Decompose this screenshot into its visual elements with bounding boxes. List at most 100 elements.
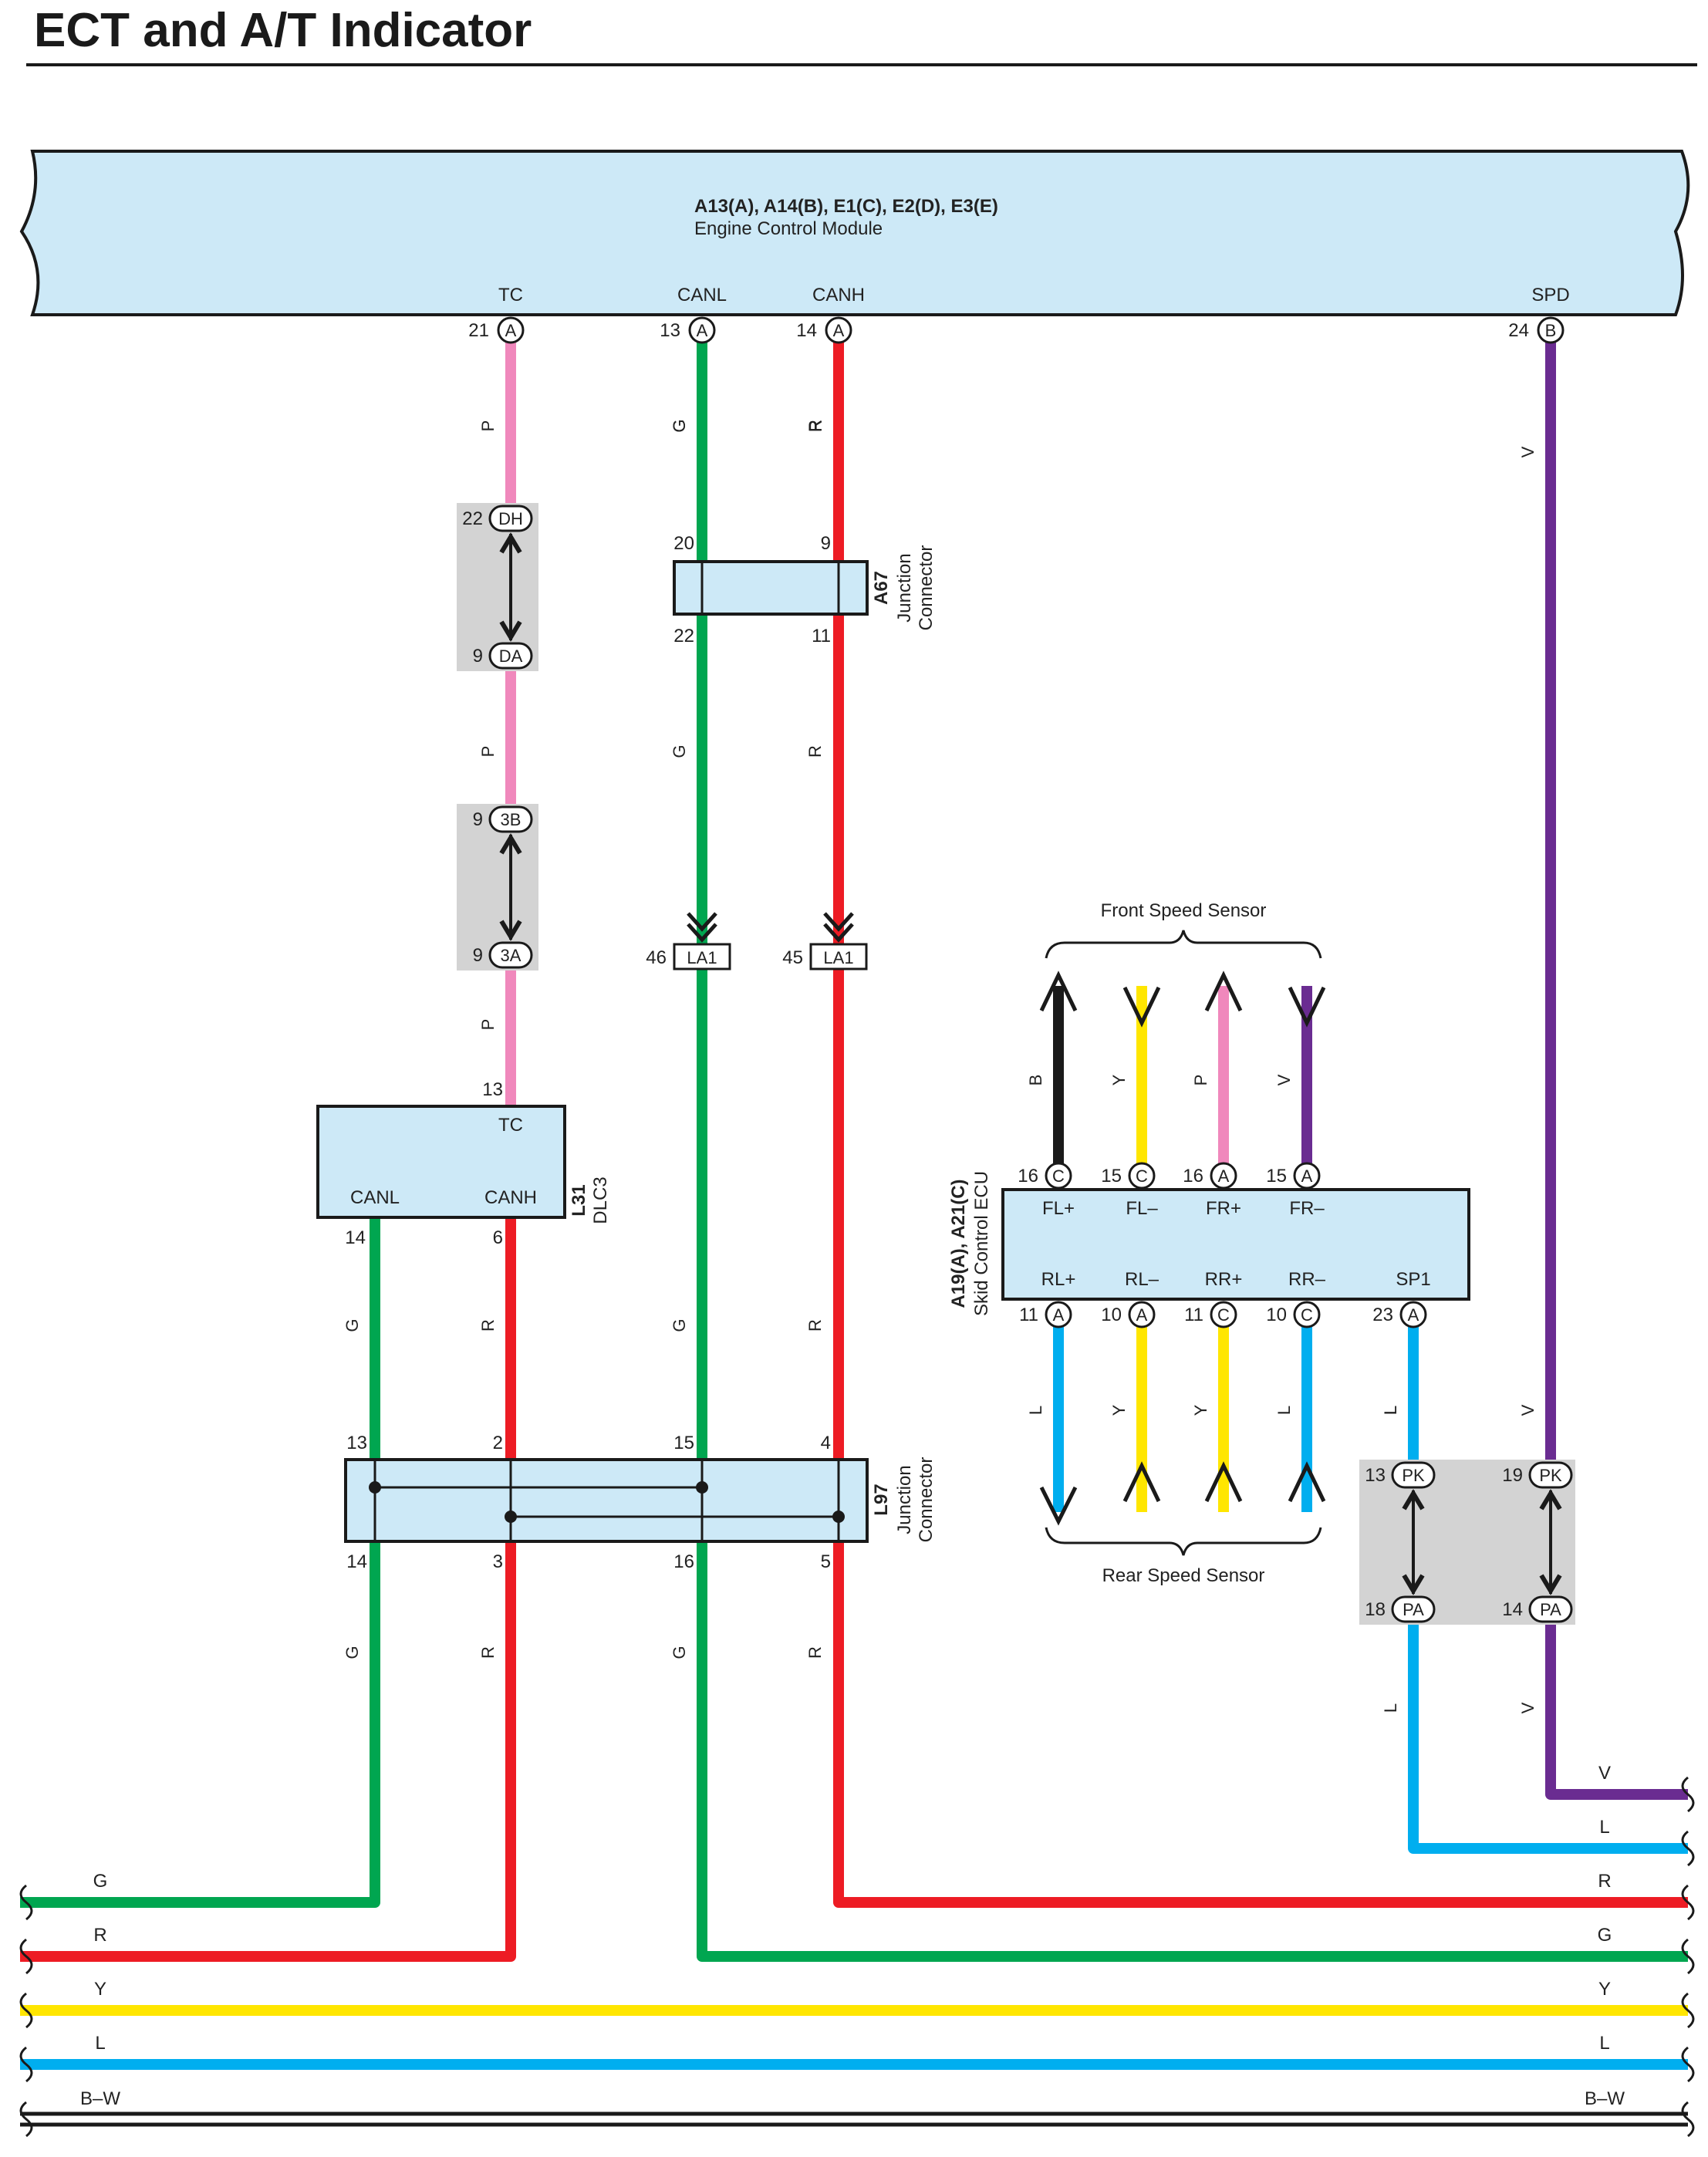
la1-box [809,943,868,970]
wire-color-label: V [1518,1404,1538,1416]
wire-color-label: R [805,1319,825,1332]
a67-pin: 9 [821,533,831,554]
inline-connector-dh-da-top-pill-text: DH [498,509,523,528]
rear-sensor-arrow [1204,1461,1243,1503]
front-sensor-arrow [1122,986,1161,1028]
dlc3-id: L31 [569,1184,589,1216]
skid-bottom-label: RL+ [1041,1269,1076,1290]
l97-pin: 15 [673,1433,694,1453]
skid-bottom-pin-letter: C [1301,1305,1313,1325]
dlc3-name: DLC3 [590,1176,611,1224]
dlc3-box [316,1105,566,1219]
wire-color-label: B [1026,1075,1045,1086]
wire-color-label: P [478,746,498,758]
inline-connector-pk-pa-left-bottom-pill-text: PA [1403,1600,1424,1619]
inline-connector-pk-pa-left-top-pill [1391,1461,1436,1489]
wire-color-label: L [1381,1406,1400,1415]
ecm-pin-circle-letter: A [697,321,708,340]
wire-color-label: G [343,1646,362,1659]
wire-color-label: R [478,1319,498,1332]
wire-color-label: P [1191,1075,1210,1086]
wire-color-label: P [478,1019,498,1031]
skid-top-pin-letter: A [1218,1166,1230,1186]
inline-connector-dh-da-bottom-num: 9 [473,646,483,667]
bus-left-break [19,2046,33,2083]
ecm-id: A13(A), A14(B), E1(C), E2(D), E3(E) [694,196,998,217]
l97-name-1: Junction [894,1465,915,1534]
l97-pin: 14 [346,1551,367,1572]
wire-color-label: G [343,1318,362,1332]
skid-top-label: FR+ [1206,1198,1241,1219]
l97-box [344,1458,869,1543]
bus-right-break [1681,1830,1695,1867]
rear-sensor-arrow [1039,1486,1078,1526]
l97-pin: 5 [821,1551,831,1572]
ecm-pin-circle-letter: B [1545,321,1557,340]
front-sensor-label: Front Speed Sensor [1101,900,1267,921]
a67-id: A67 [871,571,892,605]
l97-pin: 4 [821,1433,831,1453]
wire-color-label: R [805,745,825,758]
a67-pin: 20 [673,533,694,554]
inline-connector-pk-pa-right-chev-down [1539,1574,1562,1595]
wire-spd-violet [1545,343,1688,1800]
bus-left-label: Y [94,1979,106,2000]
ecm-pin-circle [688,316,716,344]
a67-box [673,560,869,616]
ecm-pin-label: TC [498,285,523,305]
wire-color-label: R [478,1646,498,1659]
inline-connector-pk-pa-left-top-num: 13 [1365,1465,1386,1486]
l97-pin: 2 [493,1433,503,1453]
bus-left-break [19,1884,33,1921]
a67-name-1: Junction [894,553,915,622]
inline-connector-pk-pa-left-chev-up [1402,1489,1425,1511]
skid-bottom-pin-letter: A [1136,1305,1148,1325]
rear-sensor-arrow [1288,1461,1326,1503]
wire-color-label: V [1518,1702,1538,1713]
inline-connector-pk-pa-right-bottom-num: 14 [1502,1599,1523,1620]
la1-label: LA1 [823,948,853,967]
a67-pin: 22 [673,626,694,646]
la1-chevron [823,923,854,943]
inline-connector-3b-3a-chev-up [499,833,522,855]
skid-top-pin [1293,1162,1321,1190]
l97-splice-dot [696,1481,708,1494]
skid-top-pin [1128,1162,1156,1190]
wire-color-label: G [670,1646,689,1659]
dlc3-pin: 6 [493,1227,503,1248]
wire-color-label: R [805,1646,825,1659]
skid-bottom-pin [1399,1301,1427,1328]
la1-label: LA1 [687,948,717,967]
wire-color-label: R [805,420,825,432]
inline-connector-dh-da-top-pill [488,505,533,532]
l97-id: L97 [871,1484,892,1515]
wire-canh-red [833,343,1688,1908]
bus-left-label: L [95,2033,105,2054]
wire-dlc3-red [20,1219,516,1962]
ecm-pin-circle [1537,316,1565,344]
ecm-pin-circle [497,316,525,344]
l97-splice-dot [505,1511,517,1523]
bus-right-label: L [1599,2033,1609,2054]
inline-connector-3b-3a-top-num: 9 [473,809,483,830]
inline-connector-dh-da-bottom-pill-text: DA [499,646,523,666]
rear-sensor-brace [1045,1527,1322,1556]
skid-bottom-pin [1045,1301,1072,1328]
skid-top-num: 16 [1018,1166,1038,1187]
bus-right-label: R [1598,1871,1611,1892]
ecm-pin-label: CANL [677,285,727,305]
bus-right-label: Y [1598,1979,1611,2000]
skid-top-pin [1045,1162,1072,1190]
bus-left-label: R [93,1925,106,1946]
inline-connector-3b-3a-chev-down [499,920,522,941]
inline-connector-dh-da-top-num: 22 [462,508,483,529]
ecm-wire-color: V [1518,446,1538,457]
la1-chevron [687,923,717,943]
la1-box [673,943,731,970]
inline-connector-3b-3a-bottom-pill [488,941,533,969]
wire-dlc3-green [20,1219,380,1908]
bus-right-break [1681,1884,1695,1921]
rear-sensor-arrow [1122,1461,1161,1503]
inline-connector-pk-pa-right-top-pill [1528,1461,1573,1489]
